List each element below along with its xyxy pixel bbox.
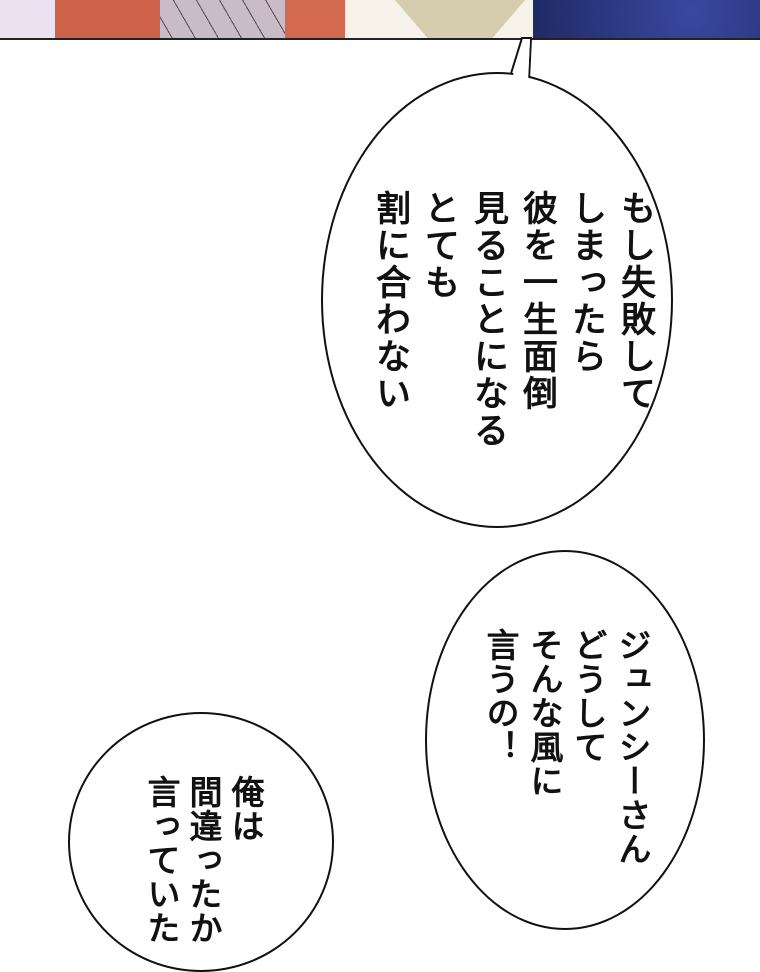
speech-bubble-1 — [321, 72, 673, 528]
speech-bubble-2 — [425, 550, 705, 930]
sleeve-art — [0, 0, 55, 38]
pattern-art — [160, 0, 290, 38]
speech-text-3: 俺は 間違ったか 言っていた — [142, 775, 265, 945]
speech-text-2: ジュンシーさん どうして そんな風に 言うの！ — [481, 628, 652, 866]
speech-text-1: もし失敗して しまったら 彼を一生面倒 見ることになる とても 割に合わない — [370, 190, 655, 449]
manga-panel-top — [0, 0, 760, 40]
bubble-tail — [507, 37, 533, 81]
robe-art — [285, 0, 345, 38]
navy-cloth-art — [533, 0, 760, 38]
robe-art — [55, 0, 165, 38]
